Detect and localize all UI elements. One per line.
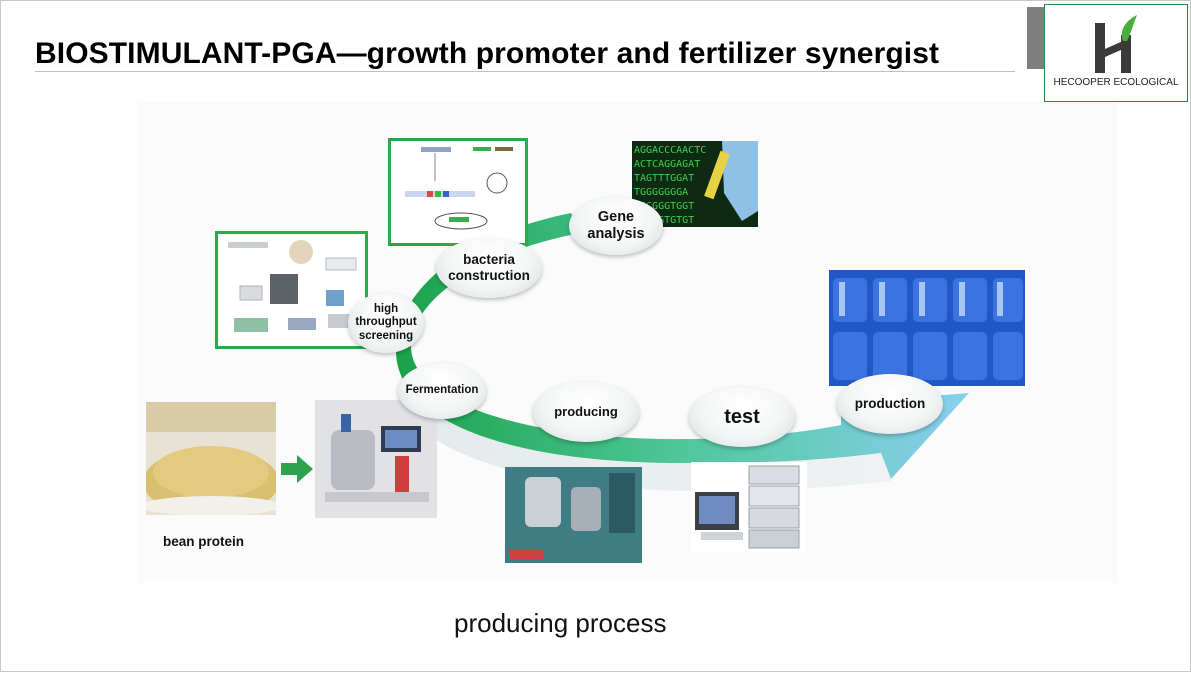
input-label: bean protein <box>163 534 245 549</box>
diagram-caption: producing process <box>454 608 667 638</box>
stage-high-throughput-screening: high throughput screening <box>348 293 424 353</box>
stage-fermentation: Fermentation <box>398 363 486 419</box>
production-plant-image <box>505 467 642 563</box>
stage-label: Gene analysis <box>587 209 645 242</box>
svg-text:ACTCAGGAGAT: ACTCAGGAGAT <box>634 159 700 170</box>
product-drums-image <box>829 270 1025 386</box>
logo-text: HECOOPER ECOLOGICAL <box>1053 77 1179 88</box>
gene-construct-diagram-image <box>388 138 528 246</box>
svg-text:TGGGGGGGA: TGGGGGGGA <box>634 187 688 198</box>
title-divider <box>35 71 1015 72</box>
svg-text:TAAAGTGTGT: TAAAGTGTGT <box>634 215 694 226</box>
svg-text:AGCGGGTGGT: AGCGGGTGGT <box>634 201 694 212</box>
stage-label: high throughput screening <box>355 303 417 342</box>
stage-label: bacteria construction <box>448 252 530 283</box>
stage-label: production <box>854 396 926 412</box>
fermenter-image <box>315 400 437 518</box>
stage-label: test <box>724 405 760 428</box>
stage-label: producing <box>554 403 618 419</box>
gene-analysis-image: AGGACCCAACTC ACTCAGGAGAT TAGTTTGGAT TGGG… <box>632 141 758 227</box>
hplc-instrument-image <box>691 462 807 552</box>
company-logo: HECOOPER ECOLOGICAL <box>1044 4 1188 102</box>
stage-test: test <box>689 387 795 447</box>
stage-label: Fermentation <box>405 384 479 397</box>
slide-title: BIOSTIMULANT-PGA—growth promoter and fer… <box>35 37 940 70</box>
screening-equipment-image <box>215 231 368 349</box>
header-accent-bar <box>1027 7 1045 69</box>
svg-text:AGGACCCAACTC: AGGACCCAACTC <box>634 145 706 156</box>
bean-protein-powder-image <box>146 402 276 515</box>
logo-mark-icon <box>1095 15 1137 73</box>
stage-production: production <box>837 374 943 434</box>
stage-producing: producing <box>533 382 639 442</box>
stage-gene-analysis: Gene analysis <box>569 197 663 255</box>
stage-bacteria-construction: bacteria construction <box>436 238 542 298</box>
svg-text:TAGTTTGGAT: TAGTTTGGAT <box>634 173 694 184</box>
